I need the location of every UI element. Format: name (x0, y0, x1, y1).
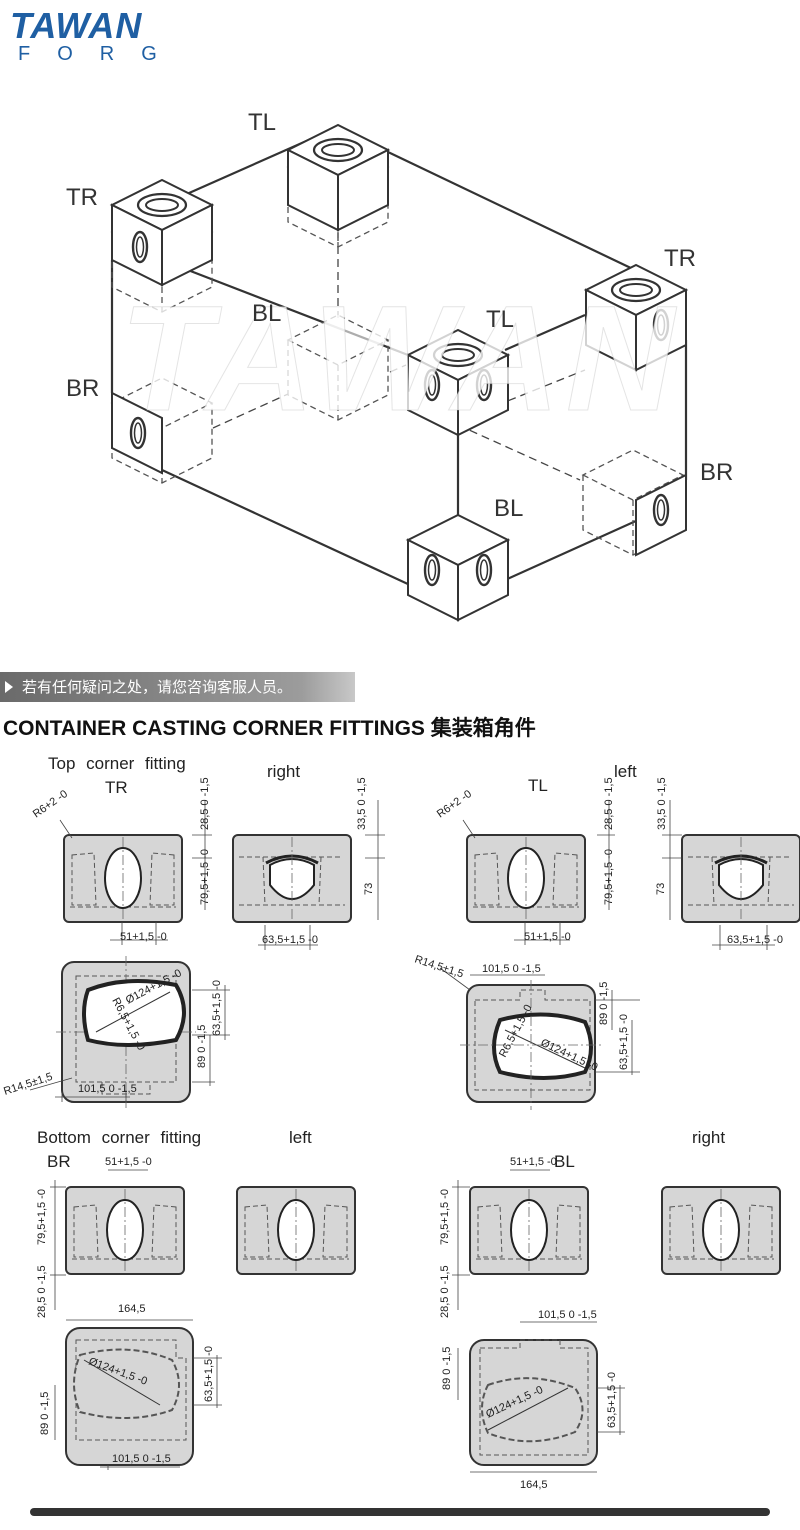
dim-tr-plan-width: 101,5 0 -1,5 (78, 1083, 137, 1095)
bottom-br-plan-view (54, 1319, 222, 1470)
bottom-bl-front-view (452, 1169, 589, 1310)
dim-trs-width: 63,5+1,5 -0 (262, 934, 318, 946)
dim-tl-width-slot: 51+1,5 -0 (524, 931, 571, 943)
corner-br-left (111, 391, 163, 475)
dim-tl-plan-width: 101,5 0 -1,5 (482, 963, 541, 975)
logo-wordmark-bottom: FORG (18, 43, 184, 65)
dim-tl-radius: R6+2 -0 (435, 788, 474, 820)
top-section-title: Top corner fitting (48, 754, 186, 773)
top-tl-plan-view (439, 967, 640, 1110)
dim-bl-width-slot: 51+1,5 -0 (510, 1156, 557, 1168)
dim-tr-plan-corner-radius: R14,5±1,5 (2, 1071, 54, 1098)
dim-tl-height-slot: 79,5+1,5 -0 (603, 849, 615, 905)
dim-trs-height-top: 33,5 0 -1,5 (356, 777, 368, 830)
dim-tr-radius: R6+2 -0 (31, 788, 70, 820)
dim-tr-width-slot: 51+1,5 -0 (120, 931, 167, 943)
iso-label-bl-mid: BL (252, 300, 281, 327)
page-title: CONTAINER CASTING CORNER FITTINGS 集装箱角件 (3, 717, 536, 740)
top-right-label: right (267, 762, 301, 781)
dim-tr-height-top: 28,5 0 -1,5 (199, 777, 211, 830)
logo-wordmark-top: TAWAN (10, 5, 143, 46)
tawan-forg-logo: TAWAN FORG (10, 5, 170, 65)
bottom-bl-plan-view (457, 1321, 625, 1473)
notice-banner: 若有任何疑问之处，请您咨询客服人员。 (0, 672, 355, 702)
dim-tl-plan-slot-height: 63,5+1,5 -0 (618, 1014, 630, 1070)
bottom-br-side-view (236, 1186, 356, 1275)
dim-br-plan-slot-height: 63,5+1,5 -0 (203, 1346, 215, 1402)
top-tr-front-view (59, 800, 212, 945)
dim-tl-plan-corner-radius: R14,5±1,5 (413, 953, 465, 980)
dim-tr-plan-height: 89 0 -1,5 (196, 1025, 208, 1068)
dim-bl-plan-width: 101,5 0 -1,5 (538, 1309, 597, 1321)
dim-br-height-slot: 79,5+1,5 -0 (36, 1189, 48, 1245)
corner-tr-left (111, 179, 213, 286)
dim-br-plan-width: 101,5 0 -1,5 (112, 1453, 171, 1465)
dim-br-width-slot: 51+1,5 -0 (105, 1156, 152, 1168)
top-tr-label: TR (105, 778, 128, 797)
bottom-section-title: Bottom corner fitting (37, 1128, 202, 1147)
iso-label-br-right: BR (700, 459, 733, 486)
dim-tr-height-slot: 79,5+1,5 -0 (199, 849, 211, 905)
bottom-left-label: left (289, 1128, 312, 1147)
iso-label-tr-left: TR (66, 184, 98, 211)
bottom-right-label: right (692, 1128, 726, 1147)
corner-bl-bottom (407, 514, 509, 621)
iso-label-br-left: BR (66, 375, 99, 402)
footer-shadow (30, 1508, 770, 1516)
iso-label-tr-right: TR (664, 245, 696, 272)
notice-text: 若有任何疑问之处，请您咨询客服人员。 (22, 678, 293, 696)
top-tr-side-view (231, 800, 385, 950)
iso-label-tl-top: TL (248, 109, 276, 136)
top-tl-side-view (662, 800, 800, 950)
top-left-label: left (614, 762, 637, 781)
dim-trs-height: 73 (363, 883, 375, 895)
bottom-bl-label: BL (554, 1152, 575, 1171)
iso-label-bl-bottom: BL (494, 495, 523, 522)
dim-br-height-bottom: 28,5 0 -1,5 (36, 1265, 48, 1318)
dim-bl-height-slot: 79,5+1,5 -0 (439, 1189, 451, 1245)
dim-bl-height-bottom: 28,5 0 -1,5 (439, 1265, 451, 1318)
arrow-right-icon (5, 681, 13, 693)
watermark-text: TAWAN (120, 274, 681, 442)
top-tr-plan-view (29, 955, 230, 1109)
bottom-br-label: BR (47, 1152, 71, 1171)
dim-tl-height-top: 28,5 0 -1,5 (603, 777, 615, 830)
dim-tls-width: 63,5+1,5 -0 (727, 934, 783, 946)
dim-br-plan-width-total: 164,5 (118, 1303, 146, 1315)
dim-bl-plan-width-total: 164,5 (520, 1479, 548, 1491)
iso-label-tl-mid: TL (486, 306, 514, 333)
dim-bl-plan-slot-height: 63,5+1,5 -0 (606, 1372, 618, 1428)
bottom-bl-side-view (661, 1186, 781, 1275)
dim-tls-height: 73 (655, 883, 667, 895)
bottom-br-front-view (50, 1169, 185, 1310)
top-tl-front-view (462, 800, 615, 945)
dim-bl-plan-height: 89 0 -1,5 (441, 1347, 453, 1390)
corner-tl-top (287, 124, 389, 231)
corner-br-right (635, 473, 687, 557)
dim-tr-plan-slot-height: 63,5+1,5 -0 (211, 980, 223, 1036)
top-tl-label: TL (528, 776, 548, 795)
dim-tls-height-top: 33,5 0 -1,5 (656, 777, 668, 830)
dim-br-plan-height: 89 0 -1,5 (39, 1392, 51, 1435)
dim-tl-plan-height: 89 0 -1,5 (598, 982, 610, 1025)
